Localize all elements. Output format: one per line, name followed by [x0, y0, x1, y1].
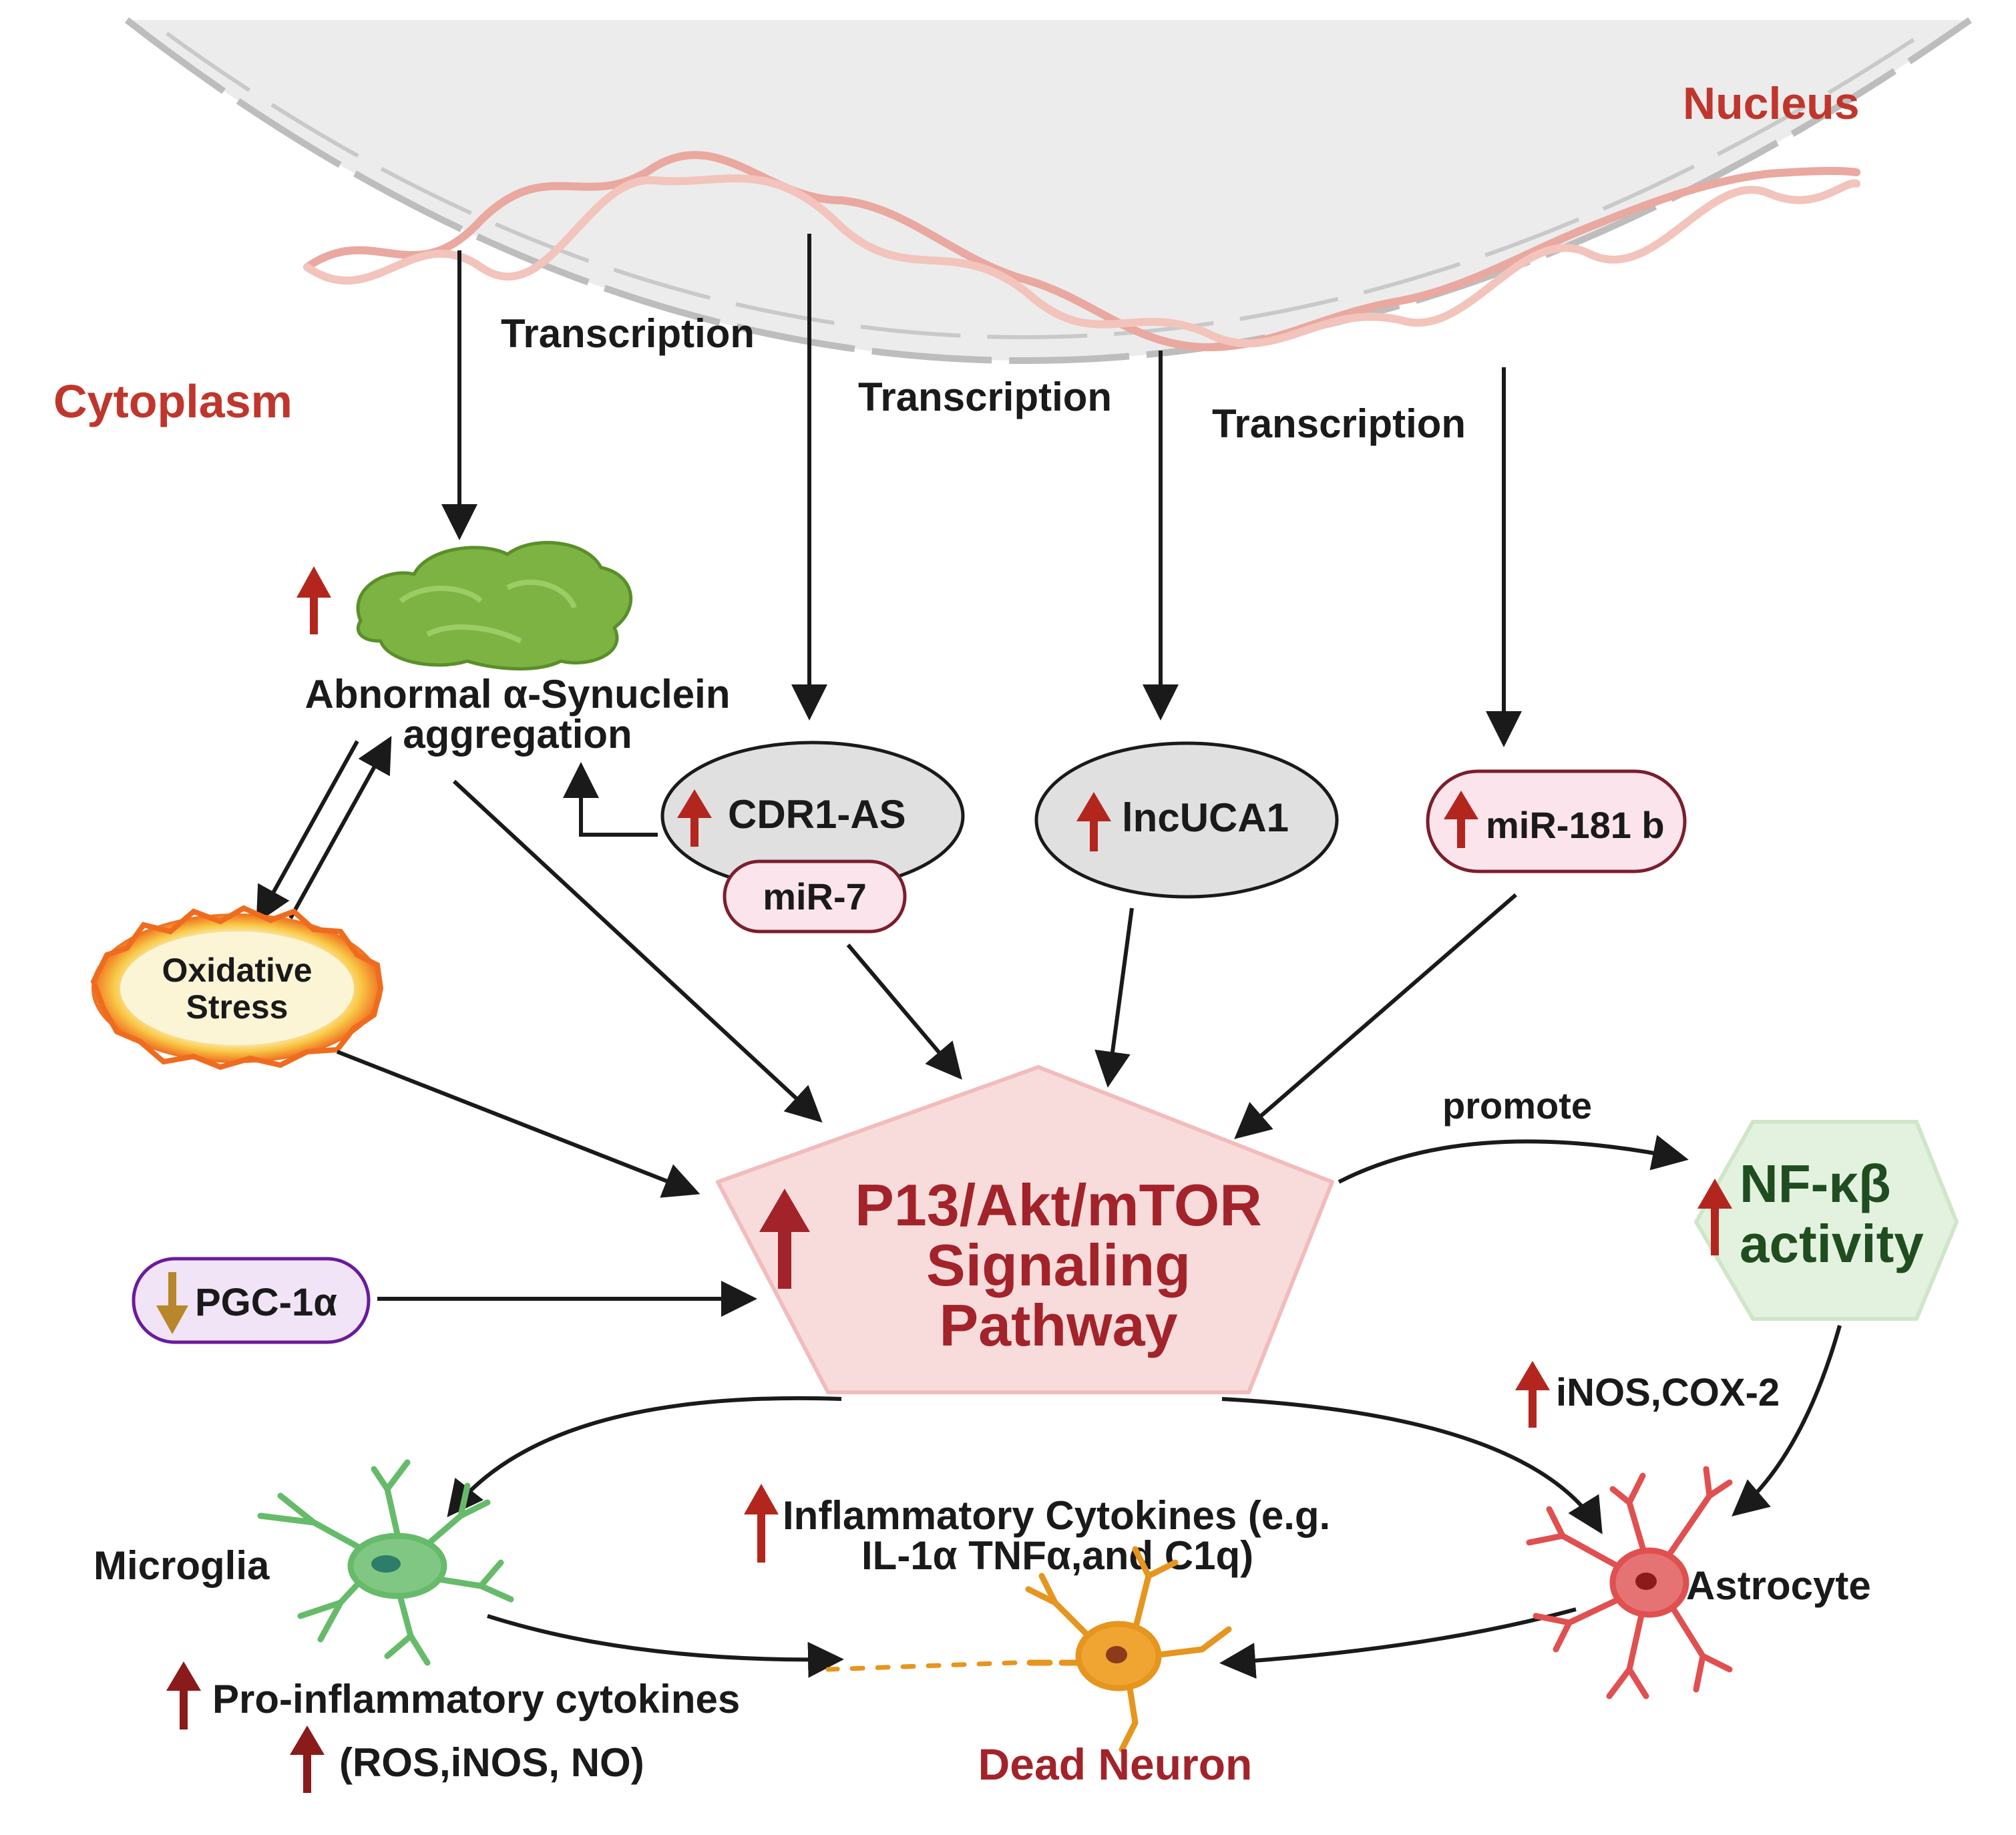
dead-neuron-label: Dead Neuron: [978, 1740, 1253, 1789]
arrow-pathway-to-microglia: [447, 1396, 842, 1518]
pathway-label-line3: Pathway: [939, 1292, 1177, 1358]
cytokines-label-line2: IL-1α TNFα,and C1q): [861, 1533, 1253, 1578]
transcription-label-2: Transcription: [858, 375, 1112, 419]
microglia-icon: [257, 1459, 514, 1666]
transcription-label-3: Transcription: [1212, 401, 1466, 446]
up-arrow-icon: [677, 789, 712, 847]
pathway-node: P13/Akt/mTOR Signaling Pathway: [716, 1065, 1334, 1394]
arrow-synuclein-to-pathway: [452, 779, 823, 1123]
arrow-pathway-to-astrocyte: [1221, 1397, 1603, 1535]
up-arrow-icon: [166, 1661, 201, 1729]
oxidative-label-line1: Oxidative: [162, 952, 312, 989]
up-arrow-icon: [1697, 1179, 1732, 1255]
mir181b-label: miR-181 b: [1486, 804, 1665, 846]
arrow-astrocyte-to-neuron: [1219, 1607, 1577, 1679]
nuclear-envelope-inner: [166, 31, 1925, 339]
oxidative-stress-node: Oxidative Stress: [90, 905, 384, 1070]
up-arrow-icon: [1076, 792, 1111, 851]
nfkb-label-line1: NF-κβ: [1740, 1154, 1891, 1213]
lncuca1-label: lncUCA1: [1122, 795, 1289, 840]
astrocyte-label: Astrocyte: [1686, 1563, 1871, 1608]
arrow-pathway-to-nfkb: [1338, 1135, 1689, 1184]
arrow-oxidative-to-pathway: [336, 1050, 700, 1198]
arrow-nfkb-to-astrocyte: [1732, 1325, 1842, 1516]
up-arrow-icon: [290, 1725, 325, 1793]
down-arrow-icon: [156, 1272, 188, 1334]
synuclein-label-line2: aggregation: [403, 712, 632, 757]
proinflammatory-label: Pro-inflammatory cytokines: [212, 1677, 740, 1721]
mir181b-node: miR-181 b: [1426, 769, 1687, 873]
dna-strand-a: [303, 151, 1860, 352]
synuclein-aggregate-icon: [356, 541, 633, 670]
arrow-mir7-to-pathway: [846, 944, 962, 1080]
transcription-label-1: Transcription: [501, 311, 755, 356]
pgc1a-label: PGC-1α: [195, 1281, 337, 1324]
lncuca1-node: lncUCA1: [1034, 741, 1339, 899]
arrow-cdr1as-to-synuclein: [563, 762, 658, 837]
pathway-label-line1: P13/Akt/mTOR: [855, 1172, 1262, 1238]
dead-neuron-icon: [825, 1546, 1232, 1753]
promote-label: promote: [1442, 1084, 1592, 1127]
pgc1a-node: PGC-1α: [132, 1257, 371, 1344]
flame-edge: [90, 905, 384, 1070]
ros-inos-no-label: (ROS,iNOS, NO): [339, 1740, 644, 1785]
nfkb-hexagon: [1694, 1120, 1959, 1321]
cytoplasm-label: Cytoplasm: [53, 375, 292, 427]
pathway-pentagon: [716, 1065, 1334, 1394]
dna-helix: [303, 151, 1860, 352]
cytokines-label-line1: Inflammatory Cytokines (e.g.: [783, 1493, 1330, 1538]
synuclein-label-line1: Abnormal α-Synuclein: [305, 672, 731, 717]
inos-cox2-label: iNOS,COX-2: [1556, 1371, 1780, 1414]
pathway-label-line2: Signaling: [926, 1232, 1191, 1298]
arrow-mir181b-to-pathway: [1234, 893, 1517, 1139]
oxidative-label-line2: Stress: [186, 988, 288, 1026]
arrow-oxidative-to-synuclein: [288, 736, 392, 920]
microglia-label: Microglia: [93, 1543, 270, 1588]
up-arrow-icon: [744, 1484, 779, 1563]
up-arrow-icon: [1444, 791, 1478, 848]
arrow-microglia-to-neuron: [487, 1614, 844, 1678]
transcription-arrows: [441, 234, 1522, 747]
cdr1as-label: CDR1-AS: [728, 792, 906, 837]
mir7-node: miR-7: [723, 859, 907, 934]
nfkb-node: NF-κβ activity: [1694, 1120, 1959, 1321]
dna-strand-b: [303, 174, 1860, 348]
cdr1as-node: CDR1-AS: [660, 741, 965, 891]
mir7-label: miR-7: [763, 875, 867, 918]
arrow-lncuca1-to-pathway: [1094, 907, 1134, 1088]
up-arrow-icon: [296, 566, 331, 634]
up-arrow-icon: [1515, 1361, 1550, 1428]
nfkb-label-line2: activity: [1740, 1214, 1924, 1273]
nucleus-label: Nucleus: [1683, 78, 1860, 129]
nucleus-body: [127, 20, 1970, 361]
astrocyte-icon: [1526, 1466, 1733, 1699]
up-arrow-icon: [759, 1189, 810, 1289]
arrow-synuclein-to-oxidative: [256, 740, 359, 924]
